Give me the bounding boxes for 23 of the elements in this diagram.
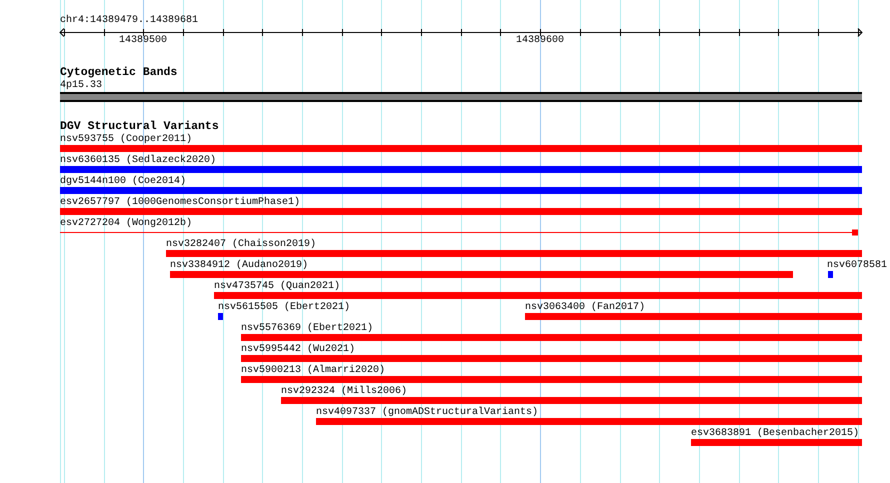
variant-label: nsv593755 (Cooper2011) <box>60 134 192 145</box>
track-heading: DGV Structural Variants <box>60 121 219 133</box>
coordinate-range-label: chr4:14389479..14389681 <box>60 15 198 26</box>
variant-label: nsv3282407 (Chaisson2019) <box>166 239 316 250</box>
axis-tick-label: 14389600 <box>516 35 564 46</box>
variant-label: nsv3063400 (Fan2017) <box>525 302 646 313</box>
variant-label: dgv5144n100 (Coe2014) <box>60 176 186 187</box>
variant-label: nsv292324 (Mills2006) <box>281 386 408 397</box>
variant-label: esv3683891 (Besenbacher2015) <box>691 428 860 439</box>
variant-label: nsv6360135 (Sedlazeck2020) <box>60 155 216 166</box>
variant-label: esv2727204 (Wong2012b) <box>60 218 192 229</box>
track-heading: Cytogenetic Bands <box>60 67 178 79</box>
variant-label: nsv3384912 (Audano2019) <box>170 260 308 271</box>
variant-label: nsv5995442 (Wu2021) <box>241 344 356 355</box>
variant-label: nsv5900213 (Almarri2020) <box>241 365 386 376</box>
variant-label: nsv6078581 <box>827 260 888 271</box>
variant-label: nsv5615505 (Ebert2021) <box>218 302 350 313</box>
variant-label: esv2657797 (1000GenomesConsortiumPhase1) <box>60 197 300 208</box>
variant-label: nsv4735745 (Quan2021) <box>214 281 340 292</box>
variant-label: nsv4097337 (gnomADStructuralVariants) <box>316 407 538 418</box>
variant-label: nsv5576369 (Ebert2021) <box>241 323 374 334</box>
axis-tick-label: 14389500 <box>119 35 167 46</box>
band-label: 4p15.33 <box>60 80 102 91</box>
